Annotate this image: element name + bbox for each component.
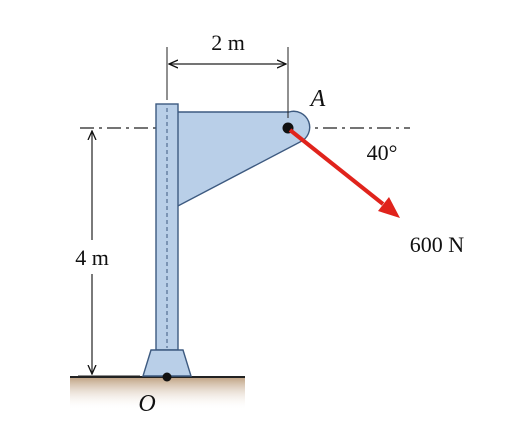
ground — [70, 376, 245, 410]
dimension-2m — [166, 47, 289, 118]
label-force: 600 N — [410, 232, 465, 257]
label-angle: 40° — [367, 140, 398, 165]
dimension-4m — [78, 131, 140, 377]
post-base — [142, 349, 192, 377]
bracket-plate — [175, 110, 311, 209]
point-o-dot — [162, 372, 172, 382]
vertical-post — [155, 103, 179, 351]
label-origin-o: O — [138, 391, 155, 417]
force-arrow — [288, 128, 400, 218]
label-2m: 2 m — [211, 30, 245, 55]
label-4m: 4 m — [75, 245, 109, 270]
label-point-a: A — [309, 86, 326, 112]
